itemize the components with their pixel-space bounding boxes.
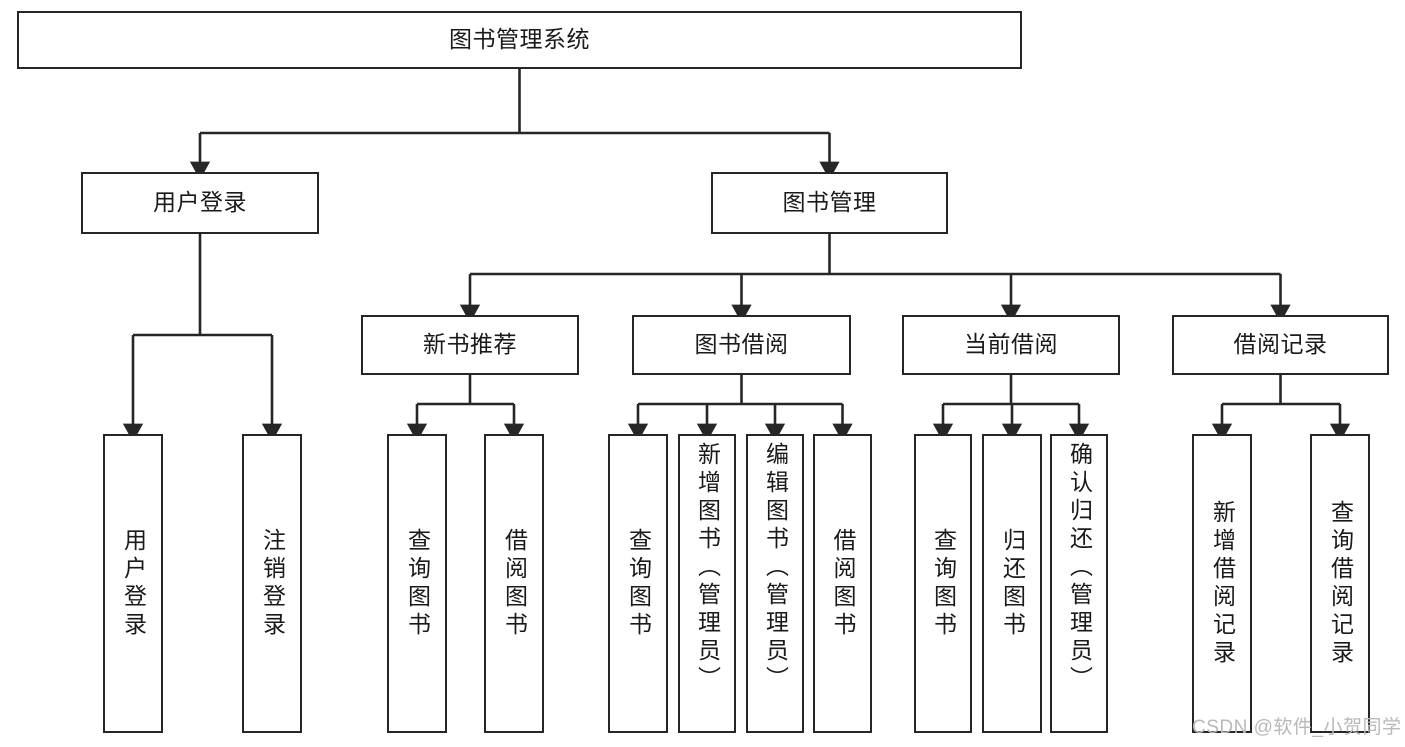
leaf-return-book[interactable]: 归还图书: [982, 434, 1042, 733]
node-book-manage[interactable]: 图书管理: [711, 172, 948, 234]
leaf-query-borrow-record-label: 查询借阅记录: [1327, 499, 1354, 668]
node-borrow-record[interactable]: 借阅记录: [1172, 315, 1389, 375]
node-current-borrow[interactable]: 当前借阅: [902, 315, 1120, 375]
node-root[interactable]: 图书管理系统: [17, 11, 1022, 69]
leaf-logout[interactable]: 注销登录: [242, 434, 302, 733]
leaf-confirm-return-label: 确认归还（管理员）: [1066, 442, 1093, 694]
leaf-user-login[interactable]: 用户登录: [103, 434, 163, 733]
node-borrow-record-label: 借阅记录: [1233, 331, 1328, 358]
leaf-query-book-1-label: 查询图书: [404, 527, 431, 640]
leaf-user-login-label: 用户登录: [120, 527, 147, 640]
leaf-add-borrow-record-label: 新增借阅记录: [1209, 499, 1236, 668]
leaf-query-book-2-label: 查询图书: [625, 527, 652, 640]
leaf-query-book-3-label: 查询图书: [930, 527, 957, 640]
leaf-confirm-return[interactable]: 确认归还（管理员）: [1050, 434, 1108, 733]
leaf-logout-label: 注销登录: [259, 527, 286, 640]
leaf-query-book-2[interactable]: 查询图书: [608, 434, 668, 733]
node-current-borrow-label: 当前借阅: [964, 331, 1058, 358]
node-new-book-recommend[interactable]: 新书推荐: [361, 315, 579, 375]
connector-lines: [122, 69, 1351, 442]
leaf-borrow-book-2-label: 借阅图书: [830, 527, 856, 640]
leaf-borrow-book-1[interactable]: 借阅图书: [484, 434, 544, 733]
node-book-borrow-label: 图书借阅: [694, 331, 789, 358]
node-user-login[interactable]: 用户登录: [81, 172, 319, 234]
leaf-add-book-label: 新增图书（管理员）: [694, 442, 721, 694]
leaf-borrow-book-1-label: 借阅图书: [501, 527, 528, 640]
leaf-edit-book-label: 编辑图书（管理员）: [762, 442, 789, 694]
leaf-borrow-book-2[interactable]: 借阅图书: [813, 434, 872, 733]
leaf-query-book-1[interactable]: 查询图书: [387, 434, 447, 733]
leaf-add-book[interactable]: 新增图书（管理员）: [678, 434, 736, 733]
node-new-book-recommend-label: 新书推荐: [423, 331, 517, 358]
node-book-manage-label: 图书管理: [782, 189, 877, 216]
leaf-query-borrow-record[interactable]: 查询借阅记录: [1310, 434, 1370, 733]
node-user-login-label: 用户登录: [153, 189, 247, 216]
leaf-return-book-label: 归还图书: [999, 527, 1026, 640]
leaf-query-book-3[interactable]: 查询图书: [914, 434, 972, 733]
leaf-add-borrow-record[interactable]: 新增借阅记录: [1192, 434, 1252, 733]
node-root-label: 图书管理系统: [449, 26, 590, 53]
leaf-edit-book[interactable]: 编辑图书（管理员）: [746, 434, 804, 733]
node-book-borrow[interactable]: 图书借阅: [632, 315, 851, 375]
